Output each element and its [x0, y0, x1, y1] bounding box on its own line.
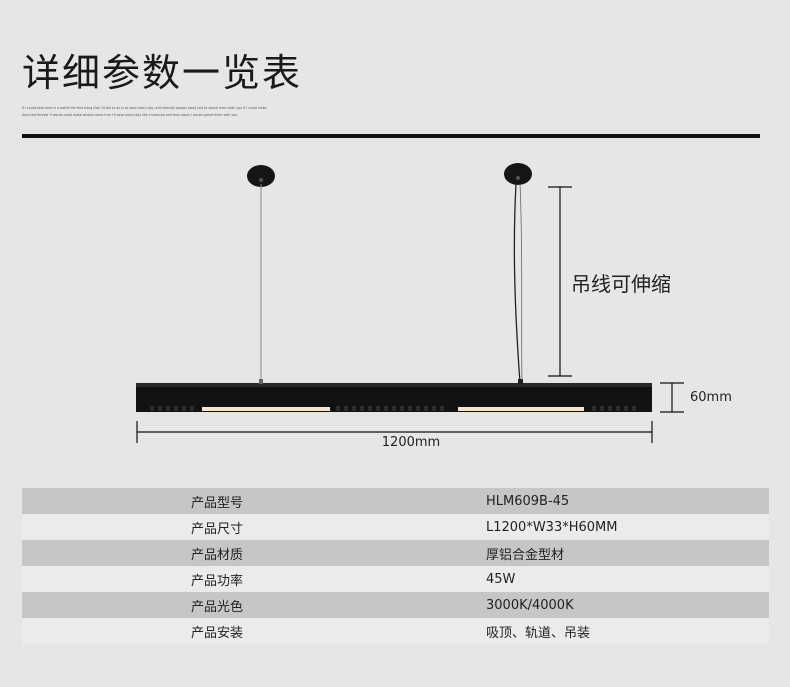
subtitle-line-1: If I could save time in a bottle the fir…: [22, 106, 267, 110]
spec-row: 产品材质 厚铝合金型材: [22, 540, 769, 566]
spec-row: 产品安装 吸顶、轨道、吊装: [22, 618, 769, 644]
spec-key: 产品安装: [191, 625, 244, 641]
spec-row: 产品功率 45W: [22, 566, 769, 592]
title-divider: [22, 134, 760, 138]
spec-value: 45W: [486, 571, 516, 587]
spec-key: 产品材质: [191, 547, 244, 563]
spec-key: 产品光色: [191, 599, 244, 615]
spec-key: 产品功率: [191, 573, 244, 589]
fixture-diagram: [136, 163, 684, 443]
page-title: 详细参数一览表: [22, 51, 303, 95]
left-ceiling-canopy: [247, 165, 275, 187]
spec-key: 产品尺寸: [191, 521, 244, 537]
width-dimension-label: 1200mm: [381, 435, 441, 450]
subtitle-line-2: days last forever If words could make wi…: [22, 113, 238, 117]
cable-dimension-bracket: [548, 186, 572, 377]
right-suspension-wire: [519, 183, 523, 384]
spec-value: L1200*W33*H60MM: [486, 519, 618, 535]
linear-light-fixture: [136, 379, 652, 412]
spec-value: HLM609B-45: [486, 493, 570, 509]
spec-value: 吸顶、轨道、吊装: [486, 625, 591, 641]
cable-adjustable-label: 吊线可伸缩: [571, 272, 671, 296]
light-strip-left: [202, 407, 330, 411]
spec-table: 产品型号 HLM609B-45 产品尺寸 L1200*W33*H60MM 产品材…: [22, 488, 769, 644]
right-ceiling-canopy: [504, 163, 532, 185]
spec-value: 3000K/4000K: [486, 597, 574, 613]
power-cable: [513, 183, 521, 384]
width-dimension-line: [136, 421, 653, 443]
spec-row: 产品型号 HLM609B-45: [22, 488, 769, 514]
light-strip-right: [458, 407, 584, 411]
height-dimension-label: 60mm: [690, 390, 732, 405]
height-dimension-bracket: [660, 382, 684, 413]
spec-row: 产品尺寸 L1200*W33*H60MM: [22, 514, 769, 540]
spec-value: 厚铝合金型材: [486, 547, 565, 563]
spec-key: 产品型号: [191, 495, 244, 511]
spec-row: 产品光色 3000K/4000K: [22, 592, 769, 618]
